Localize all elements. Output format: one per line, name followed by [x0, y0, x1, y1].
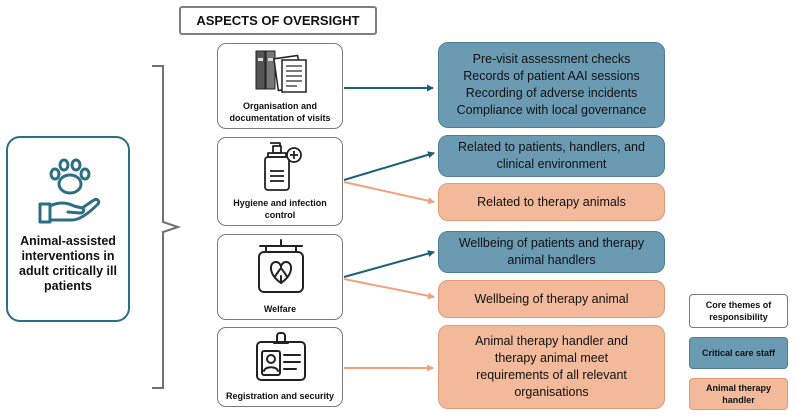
outcome-organisation-staff: Pre-visit assessment checks Records of p…: [438, 42, 665, 128]
arrow-hygiene-orange: [343, 181, 435, 205]
aspect-label: Registration and security: [225, 391, 335, 401]
aspect-registration: Registration and security: [217, 327, 343, 407]
outcome-hygiene-staff: Related to patients, handlers, and clini…: [438, 135, 665, 177]
heart-sign-icon: [258, 239, 304, 293]
legend-title: Core themes of responsibility: [689, 294, 788, 328]
aspect-organisation: Organisation and documentation of visits: [217, 43, 343, 129]
center-topic-box: Animal-assisted interventions in adult c…: [6, 136, 130, 322]
center-label: Animal-assisted interventions in adult c…: [19, 234, 117, 293]
aspect-label: Hygiene and infection control: [233, 198, 327, 220]
legend-critical-care: Critical care staff: [689, 337, 788, 369]
hand-sanitizer-icon: [264, 142, 302, 191]
outcome-hygiene-handler: Related to therapy animals: [438, 183, 665, 221]
paw-hand-icon: [38, 158, 101, 224]
outcome-welfare-handler: Wellbeing of therapy animal: [438, 280, 665, 318]
documents-icon: [255, 50, 307, 93]
legend-handler: Animal therapy handler: [689, 378, 788, 410]
header-title: ASPECTS OF OVERSIGHT: [179, 6, 377, 35]
arrow-welfare-blue: [343, 250, 435, 278]
arrow-hygiene-blue: [343, 151, 435, 181]
aspect-hygiene: Hygiene and infection control: [217, 137, 343, 226]
outcome-welfare-staff: Wellbeing of patients and therapy animal…: [438, 231, 665, 273]
bracket: [152, 65, 182, 389]
outcome-registration-handler: Animal therapy handler and therapy anima…: [438, 325, 665, 409]
aspect-label: Welfare: [263, 304, 297, 314]
aspect-label: Organisation and documentation of visits: [229, 101, 331, 123]
aspect-welfare: Welfare: [217, 234, 343, 320]
arrow-welfare-orange: [343, 278, 435, 300]
id-badge-icon: [256, 332, 306, 381]
